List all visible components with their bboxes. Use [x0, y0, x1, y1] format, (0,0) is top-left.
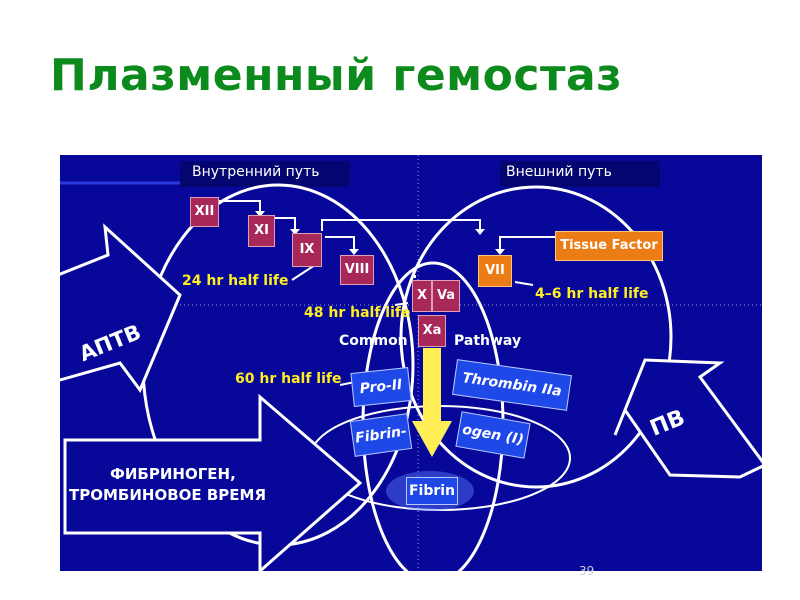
intrinsic-header-bar [180, 161, 350, 187]
pt-arrow-shape [613, 358, 762, 479]
factor-vii-half-life: 4–6 hr half life [535, 286, 649, 302]
factor-ix-box: IX [292, 233, 322, 267]
fibrinogen-arrow-label-line1: ФИБРИНОГЕН, [110, 465, 236, 483]
prothrombin-banner: Pro-II [350, 367, 412, 407]
factor-xii-box: XII [190, 197, 219, 227]
factor-xi-box: XI [248, 215, 275, 247]
fibrinogen-arrow-shape [63, 393, 363, 571]
fibrin-banner: Fibrin [406, 477, 458, 505]
factor-va-box: Va [432, 280, 460, 312]
prothrombin-half-life: 60 hr half life [235, 371, 342, 387]
factor-viii-box: VIII [340, 255, 374, 285]
fibrinogen-arrow-label-line2: ТРОМБИНОВОЕ ВРЕМЯ [69, 486, 266, 504]
extrinsic-pathway-ellipse [399, 185, 673, 489]
factor-vii-box: VII [478, 255, 512, 287]
tissue-factor-box: Tissue Factor [555, 231, 663, 261]
factor-xa-box: Xa [418, 315, 446, 347]
extrinsic-pathway-label: Внешний путь [506, 164, 612, 180]
factor-x-box: X [412, 280, 432, 312]
common-pathway-shaft [423, 348, 441, 423]
slide-title: Плазменный гемостаз [50, 50, 623, 101]
connector-arrowheads [255, 211, 505, 255]
pathway-label: Pathway [454, 333, 522, 349]
page-number: 39 [579, 564, 595, 578]
aptt-arrow-shape [60, 223, 182, 394]
intrinsic-pathway-label: Внутренний путь [192, 164, 320, 180]
common-pathway-arrowhead [412, 421, 452, 457]
coagulation-diagram: Внутренний путь Внешний путь XII XI IX V… [60, 155, 762, 571]
diagram-graphics [60, 155, 762, 571]
common-label: Common [339, 333, 408, 349]
extrinsic-header-bar [500, 161, 660, 187]
factor-ix-half-life: 24 hr half life [182, 273, 289, 289]
factor-x-half-life: 48 hr half life [304, 305, 411, 321]
